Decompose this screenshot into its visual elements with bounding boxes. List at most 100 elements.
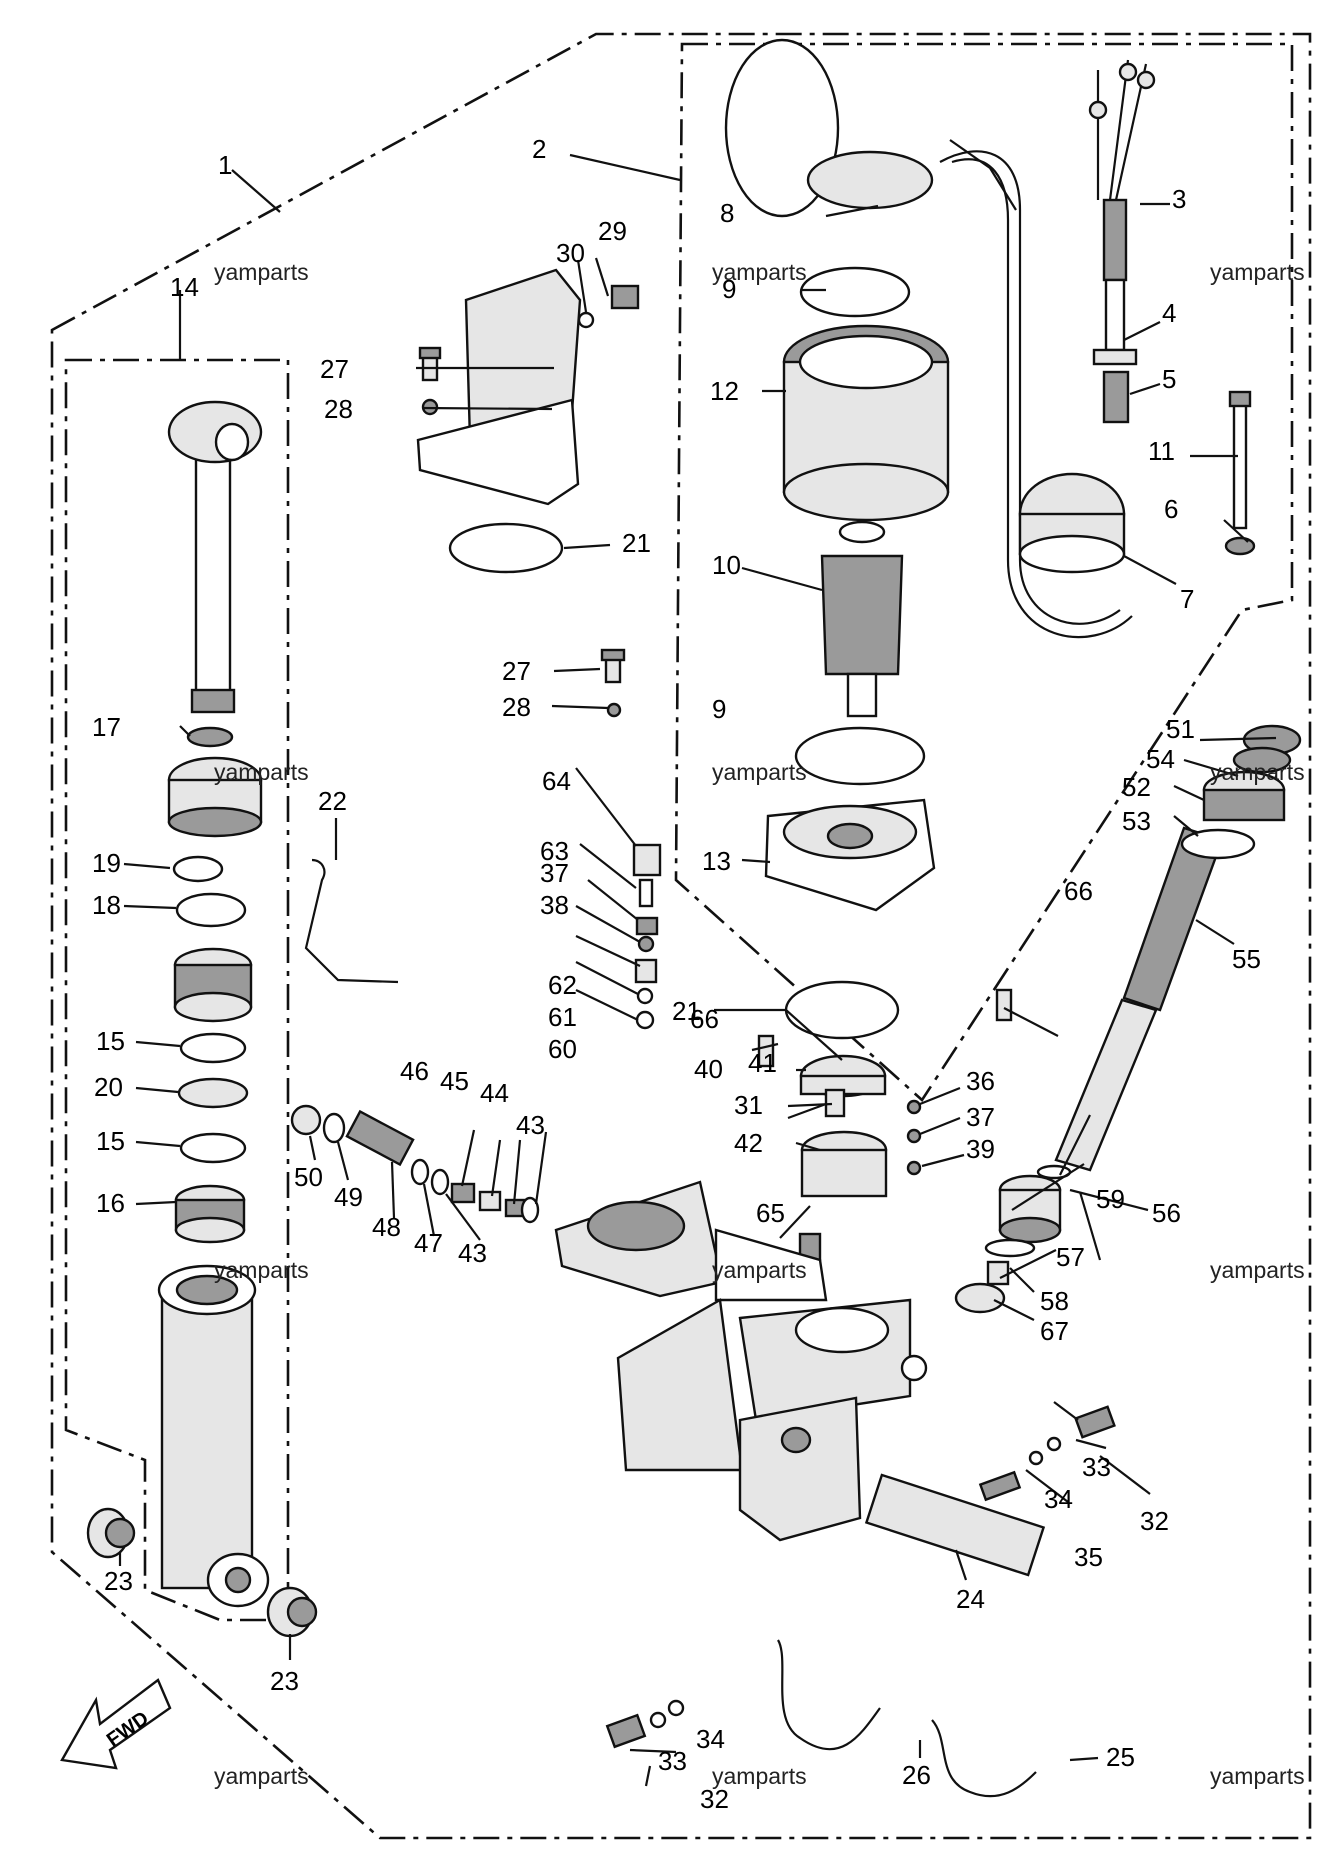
part-41-valve	[824, 1088, 846, 1118]
part-52-cap	[1202, 770, 1286, 822]
part-47-oring	[410, 1158, 430, 1186]
callout-43-upper: 43	[516, 1110, 545, 1140]
callout-34-right: 34	[1044, 1484, 1073, 1514]
callout-37-lower: 37	[966, 1102, 995, 1132]
callout-49: 49	[334, 1182, 363, 1212]
callout-15-upper: 15	[96, 1026, 125, 1056]
watermark: yamparts	[712, 259, 807, 285]
callout-14: 14	[170, 272, 199, 302]
watermark: yamparts	[214, 1763, 309, 1789]
part-4-grommet-plate	[1092, 348, 1138, 366]
callout-42: 42	[734, 1128, 763, 1158]
callout-61: 61	[548, 1002, 577, 1032]
fwd-arrow-icon: FWD	[60, 1678, 172, 1770]
part-15-ring-lower	[179, 1132, 247, 1164]
leader-lines	[118, 153, 1277, 1787]
callout-55: 55	[1232, 944, 1261, 974]
watermark: yamparts	[712, 1763, 807, 1789]
part-30-oring	[577, 311, 595, 329]
part-56-piston	[998, 1174, 1062, 1244]
part-63-pin	[638, 878, 654, 908]
callout-33-right: 33	[1082, 1452, 1111, 1482]
part-42-pump	[800, 1130, 888, 1198]
callout-2: 2	[532, 134, 546, 164]
callout-35: 35	[1074, 1542, 1103, 1572]
cylinder-cap	[167, 756, 263, 838]
callout-32-right: 32	[1140, 1506, 1169, 1536]
part-23-bushing-bottom	[266, 1586, 318, 1638]
part-36-spring	[906, 1099, 922, 1115]
assembly-1-boundary	[50, 32, 1312, 1840]
part-43-ring	[430, 1168, 450, 1196]
callout-21-lower: 21	[672, 996, 701, 1026]
part-46-spring	[450, 1182, 476, 1204]
part-11-through-bolt	[1228, 390, 1252, 530]
callout-59: 59	[1096, 1184, 1125, 1214]
part-19-ring	[172, 855, 224, 883]
watermark: yamparts	[1210, 1257, 1305, 1283]
callout-66-left: 66	[690, 1004, 719, 1034]
part-50-clip	[290, 1104, 322, 1136]
callout-26: 26	[902, 1760, 931, 1790]
part-38-ball	[637, 935, 655, 953]
part-60-oring	[635, 1010, 655, 1030]
callout-44: 44	[480, 1078, 509, 1108]
part-48-valve	[345, 1109, 415, 1167]
watermark: yamparts	[1210, 759, 1305, 785]
part-33-oring-bottom	[649, 1711, 667, 1729]
callout-7: 7	[1180, 584, 1194, 614]
part-61-oring	[636, 987, 654, 1005]
callout-16: 16	[96, 1188, 125, 1218]
callout-6: 6	[1164, 494, 1178, 524]
watermark: yamparts	[712, 759, 807, 785]
callout-12: 12	[710, 376, 739, 406]
callout-31: 31	[734, 1090, 763, 1120]
callout-11: 11	[1148, 436, 1175, 466]
part-37-spring-lower	[906, 1128, 922, 1144]
callout-33-bottom: 33	[658, 1746, 687, 1776]
callout-9-lower: 9	[712, 694, 726, 724]
part-58-valve	[986, 1260, 1010, 1286]
callout-27-lower: 27	[502, 656, 531, 686]
callout-17: 17	[92, 712, 121, 742]
callout-43-lower: 43	[458, 1238, 487, 1268]
part-29-plug	[610, 284, 640, 310]
callout-45: 45	[440, 1066, 469, 1096]
callout-21-upper: 21	[622, 528, 651, 558]
part-35-valve	[978, 1470, 1022, 1502]
callout-52: 52	[1122, 772, 1151, 802]
watermark: yamparts	[1210, 259, 1305, 285]
callout-66-right: 66	[1064, 876, 1093, 906]
part-6-nut	[1224, 536, 1256, 556]
watermark: yamparts	[214, 259, 309, 285]
callout-28-lower: 28	[502, 692, 531, 722]
part-53-oring	[1180, 828, 1256, 860]
callout-60: 60	[548, 1034, 577, 1064]
tilt-cylinder	[157, 1264, 270, 1608]
callout-62: 62	[548, 970, 577, 1000]
part-57-oring	[984, 1238, 1036, 1258]
part-17-ring	[186, 726, 234, 748]
callout-19: 19	[92, 848, 121, 878]
watermark: yamparts	[1210, 1763, 1305, 1789]
callout-39: 39	[966, 1134, 995, 1164]
callout-53: 53	[1122, 806, 1151, 836]
part-9-oring-upper	[799, 266, 911, 318]
part-26-tube	[777, 1639, 881, 1751]
callout-23-left: 23	[104, 1566, 133, 1596]
callout-24: 24	[956, 1584, 985, 1614]
callout-8: 8	[720, 198, 734, 228]
part-callouts: 1 2 3 4 5 6 7 8 9 9 10 11 12 13 14 15 15…	[92, 134, 1261, 1814]
motor-assembly-2-boundary	[674, 42, 1294, 1102]
part-18-ring	[175, 892, 247, 928]
part-34-oring-right	[1028, 1450, 1044, 1466]
callout-38: 38	[540, 890, 569, 920]
part-27-bolt-lower	[600, 648, 626, 684]
callout-32-bottom: 32	[700, 1784, 729, 1814]
callout-56: 56	[1152, 1198, 1181, 1228]
callout-27-upper: 27	[320, 354, 349, 384]
tilt-rod-14	[167, 400, 263, 714]
callout-34-bottom: 34	[696, 1724, 725, 1754]
callout-46: 46	[400, 1056, 429, 1086]
part-39-ball	[906, 1160, 922, 1176]
